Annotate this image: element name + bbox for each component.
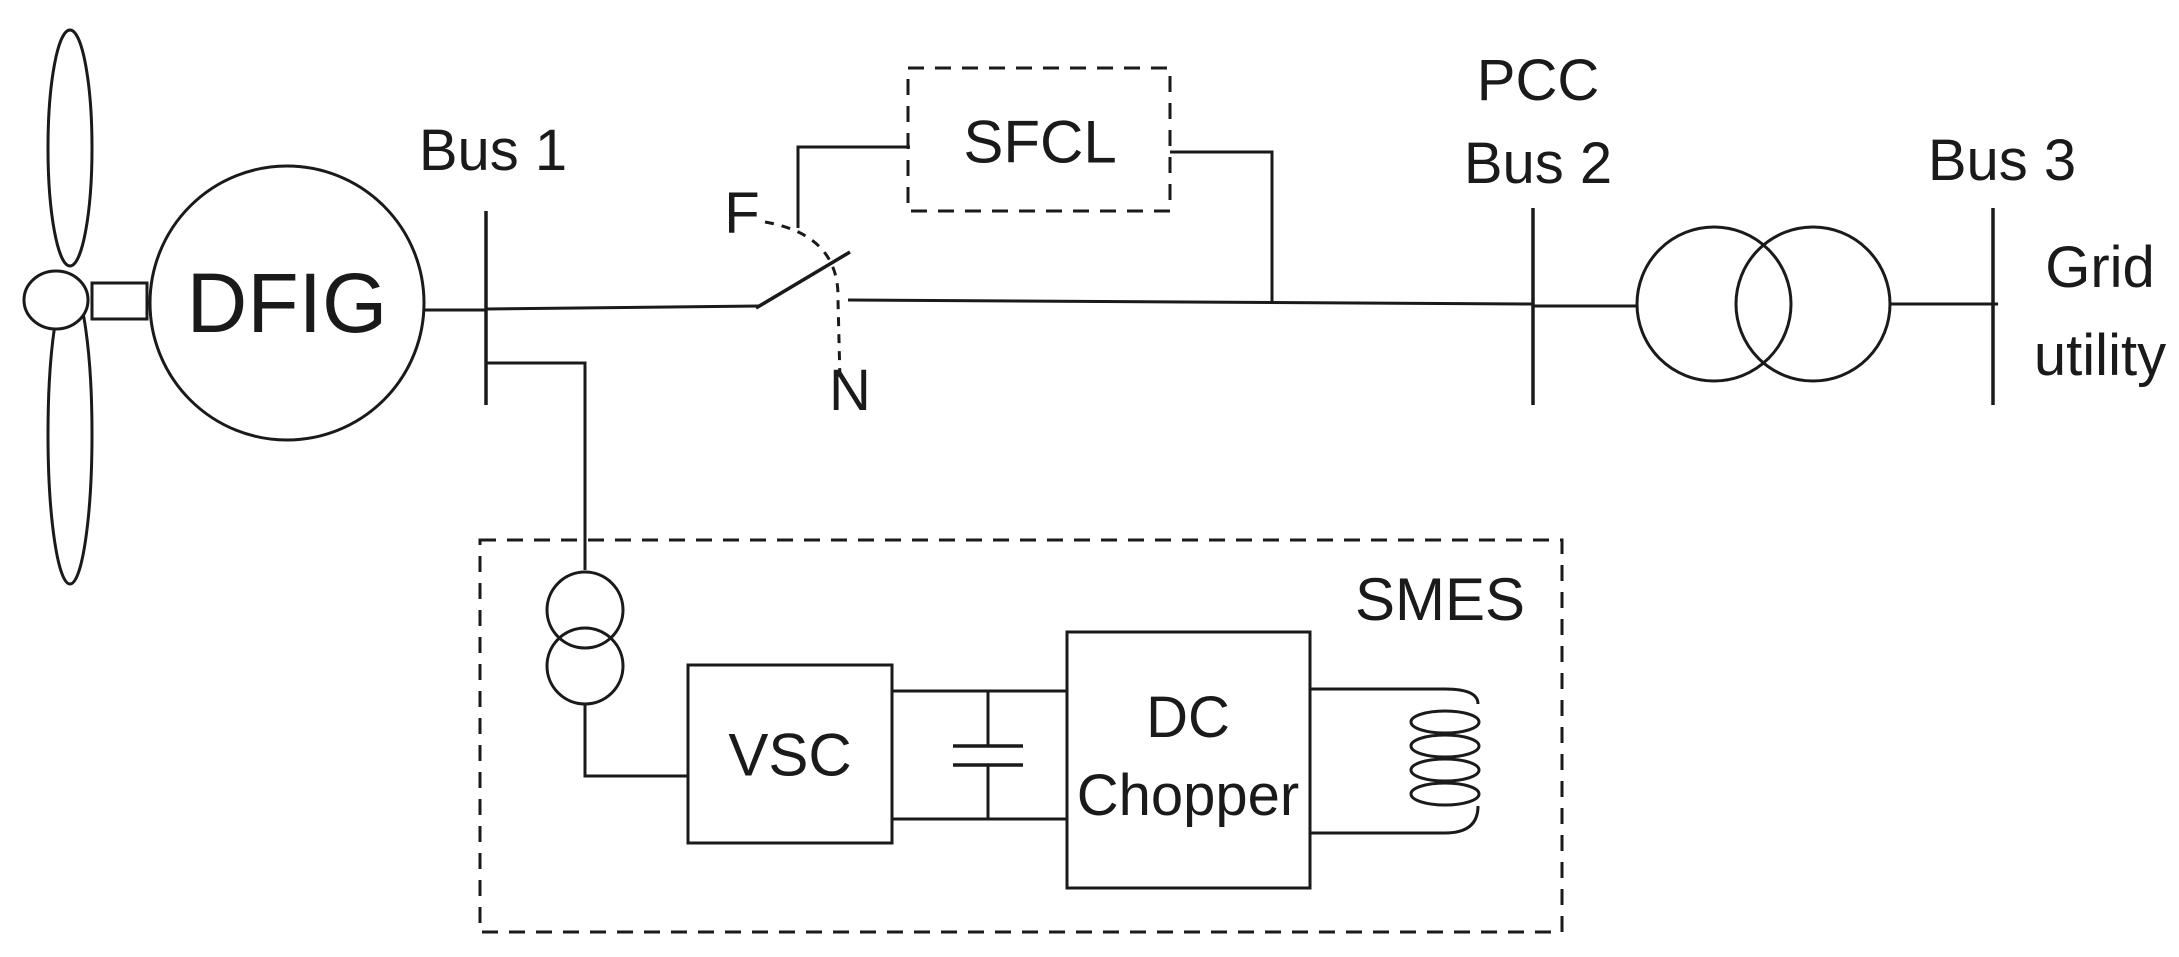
- coil-turn-3: [1409, 757, 1481, 783]
- smes-feeder: [486, 361, 587, 570]
- grid-label-line1: Grid: [2045, 235, 2155, 300]
- dfig-generator: DFIG: [148, 164, 426, 442]
- grid-transformer: [1635, 225, 1892, 383]
- switch-blade: [755, 250, 851, 310]
- coil-turn-4: [1409, 781, 1481, 807]
- vsc-box: [686, 663, 894, 845]
- smes-label: SMES: [1355, 566, 1525, 633]
- transformer-winding-1: [1635, 225, 1793, 383]
- smes-transformer-winding-2: [545, 626, 625, 706]
- smes-transformer-to-vsc: [583, 704, 688, 778]
- grid-label-line2: utility: [2034, 323, 2166, 388]
- wind-turbine: [22, 28, 149, 586]
- smes-system: SMES VSC DC Chopper: [478, 538, 1564, 934]
- sfcl-branch: SFCL: [796, 66, 1274, 302]
- bus-2-pcc: PCC Bus 2: [1464, 48, 1612, 405]
- turbine-shaft: [90, 281, 149, 321]
- smes-enclosure: [478, 538, 1564, 934]
- dc-chopper-label-line2: Chopper: [1077, 763, 1299, 828]
- switch-label-n: N: [829, 358, 871, 423]
- transfer-switch: F N: [724, 181, 871, 423]
- sfcl-wire-left: [796, 145, 910, 228]
- turbine-hub: [22, 269, 90, 331]
- bus-3-label: Bus 3: [1928, 128, 2076, 193]
- dc-chopper-box: [1065, 630, 1312, 890]
- line-switch-pcc: [847, 298, 1534, 306]
- bus-1-label: Bus 1: [419, 118, 567, 183]
- bus-2-label: Bus 2: [1464, 131, 1612, 196]
- grid-utility: Grid utility: [2034, 235, 2166, 388]
- coil-turn-1: [1409, 709, 1481, 735]
- switch-label-f: F: [724, 181, 759, 246]
- superconducting-coil: [1310, 687, 1481, 835]
- bus-1: Bus 1: [419, 118, 567, 405]
- dc-chopper-label-line1: DC: [1146, 685, 1230, 750]
- vsc-label: VSC: [728, 722, 851, 789]
- sfcl-box: [906, 66, 1172, 213]
- coil-lead-top: [1310, 687, 1480, 705]
- transformer-winding-2: [1734, 225, 1892, 383]
- coil-lead-bottom: [1310, 805, 1480, 835]
- coil-turn-2: [1409, 733, 1481, 759]
- turbine-blade-upper: [46, 28, 94, 268]
- dc-link-capacitor: [953, 691, 1023, 819]
- sfcl-wire-right: [1170, 150, 1274, 302]
- pcc-label: PCC: [1477, 48, 1599, 113]
- dfig-circle: [148, 164, 426, 442]
- bus-3: Bus 3: [1928, 128, 2076, 405]
- smes-transformer-winding-1: [545, 570, 625, 650]
- sfcl-label: SFCL: [963, 109, 1116, 176]
- line-bus1-switch: [485, 304, 761, 311]
- switch-arc: [764, 220, 842, 381]
- dfig-label: DFIG: [187, 256, 388, 350]
